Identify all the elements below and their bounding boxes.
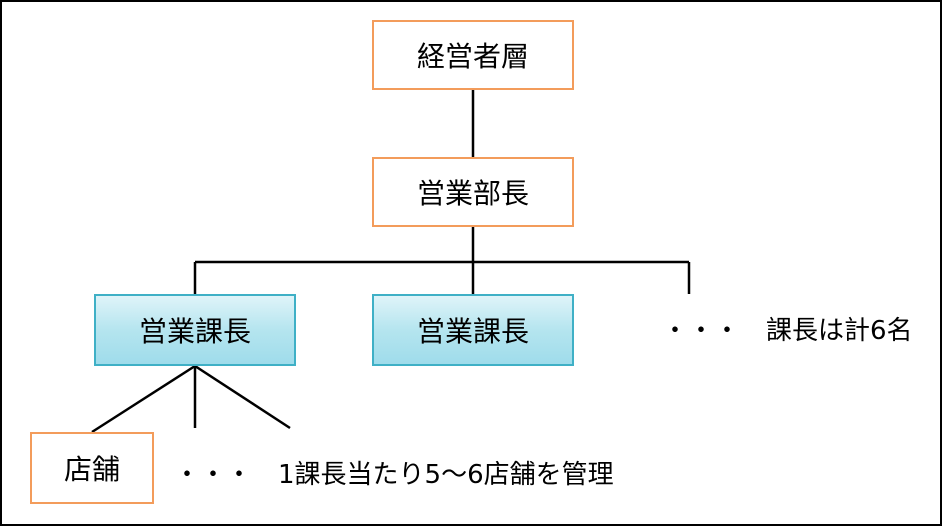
connector-manager-to-store: [91, 364, 196, 434]
node-sales-director: 営業部長: [372, 157, 574, 227]
note-stores-per-manager: ・・・ 1課長当たり5～6店舗を管理: [174, 460, 614, 490]
node-sales-manager-2: 営業課長: [372, 294, 574, 366]
note-managers-total: ・・・ 課長は計6名: [662, 316, 913, 346]
node-store: 店舗: [30, 432, 154, 504]
node-sales-manager-1: 営業課長: [94, 294, 296, 366]
connector-manager-branch-right: [194, 364, 291, 430]
node-executive: 経営者層: [372, 20, 574, 90]
